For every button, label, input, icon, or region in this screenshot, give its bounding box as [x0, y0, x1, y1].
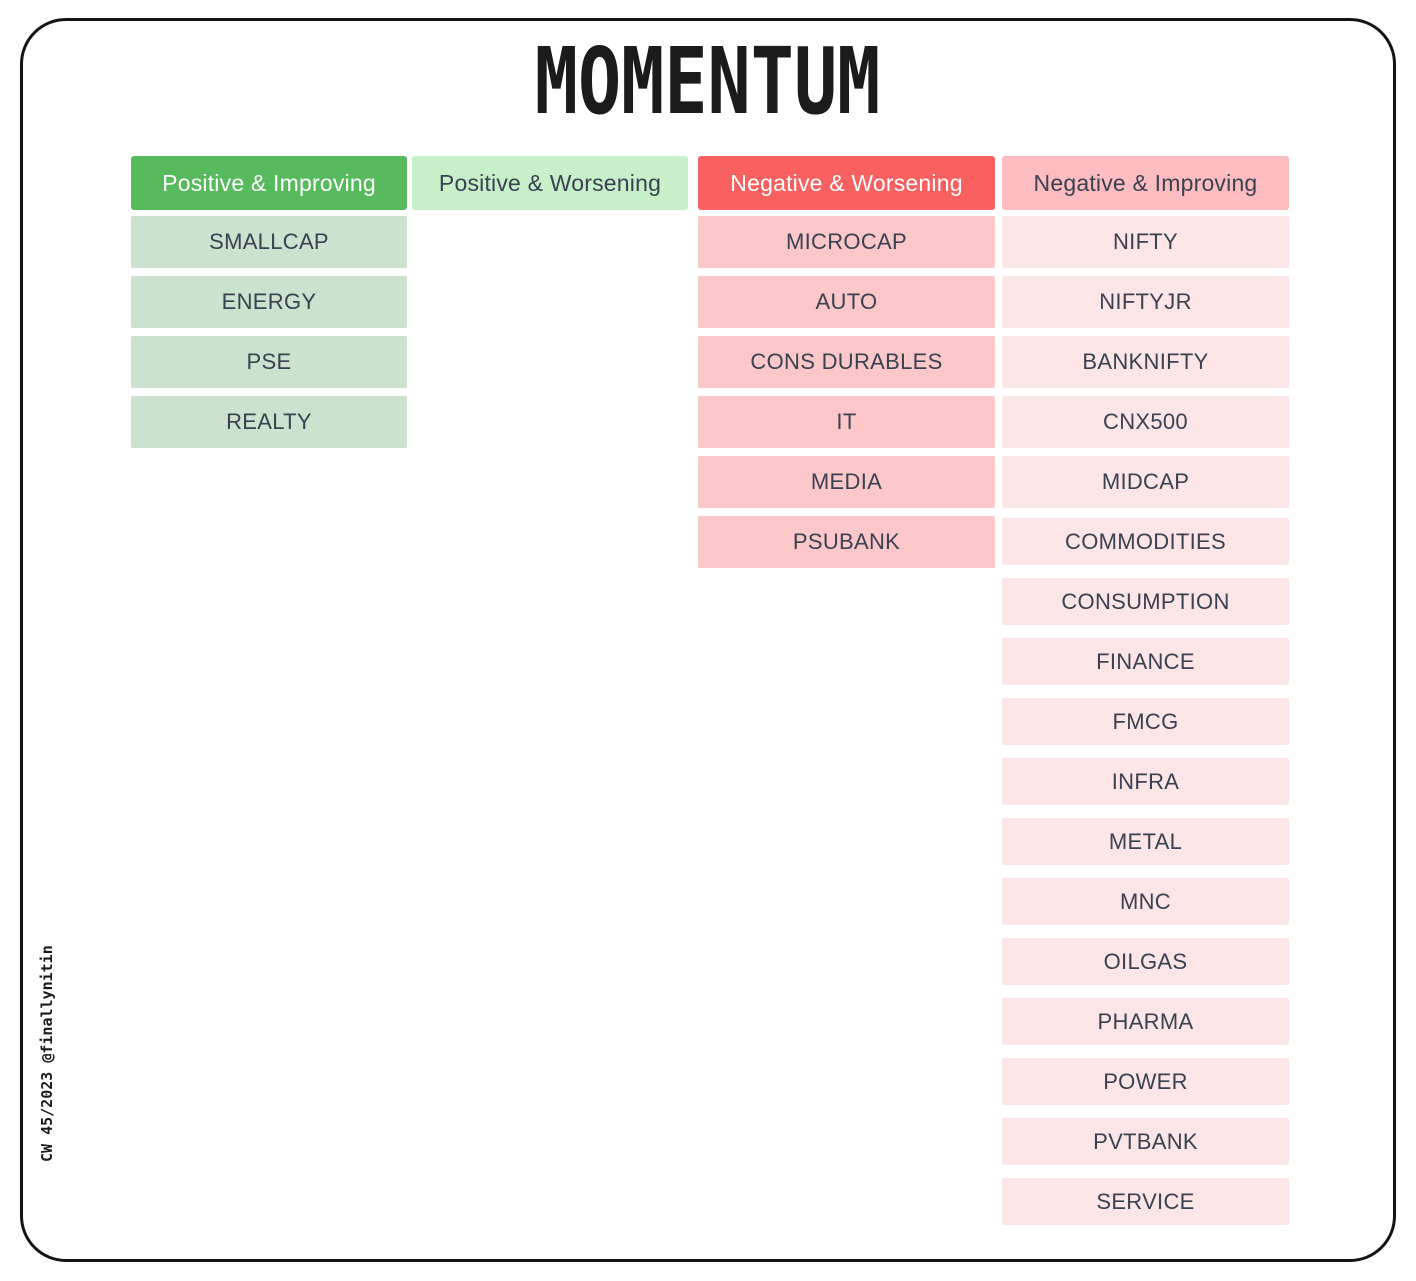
- sector-cell: ENERGY: [131, 276, 407, 328]
- sector-cell: OILGAS: [1002, 938, 1289, 985]
- watermark-credit: CW 45/2023 @finallynitin: [38, 945, 56, 1162]
- sector-cell: PVTBANK: [1002, 1118, 1289, 1165]
- column-header-positive-worsening: Positive & Worsening: [412, 156, 688, 210]
- column-header-negative-worsening: Negative & Worsening: [698, 156, 995, 210]
- sector-cell: PHARMA: [1002, 998, 1289, 1045]
- sector-cell: INFRA: [1002, 758, 1289, 805]
- sector-cell: FMCG: [1002, 698, 1289, 745]
- sector-cell: METAL: [1002, 818, 1289, 865]
- sector-cell: MEDIA: [698, 456, 995, 508]
- sector-cell: IT: [698, 396, 995, 448]
- sector-cell: PSUBANK: [698, 516, 995, 568]
- sector-cell: SMALLCAP: [131, 216, 407, 268]
- sector-cell: CONS DURABLES: [698, 336, 995, 388]
- sector-cell: REALTY: [131, 396, 407, 448]
- border-frame: [20, 18, 1396, 1262]
- sector-cell: SERVICE: [1002, 1178, 1289, 1225]
- sector-cell: NIFTY: [1002, 216, 1289, 268]
- column-negative-worsening: Negative & Worsening MICROCAP AUTO CONS DU…: [698, 156, 995, 576]
- sector-cell: MIDCAP: [1002, 456, 1289, 508]
- column-positive-worsening: Positive & Worsening: [412, 156, 688, 216]
- sector-cell: BANKNIFTY: [1002, 336, 1289, 388]
- sector-cell: CNX500: [1002, 396, 1289, 448]
- sector-cell: PSE: [131, 336, 407, 388]
- title-bar: MOMENTUM: [0, 36, 1416, 128]
- sector-cell: NIFTYJR: [1002, 276, 1289, 328]
- page-title: MOMENTUM: [535, 28, 881, 135]
- column-header-negative-improving: Negative & Improving: [1002, 156, 1289, 210]
- sector-cell: COMMODITIES: [1002, 518, 1289, 565]
- sector-cell: MNC: [1002, 878, 1289, 925]
- column-negative-improving: Negative & Improving NIFTY NIFTYJR BANKNIF…: [1002, 156, 1289, 1238]
- column-positive-improving: Positive & Improving SMALLCAP ENERGY PSE RE…: [131, 156, 407, 456]
- sector-cell: FINANCE: [1002, 638, 1289, 685]
- sector-cell: AUTO: [698, 276, 995, 328]
- sector-cell: POWER: [1002, 1058, 1289, 1105]
- column-header-positive-improving: Positive & Improving: [131, 156, 407, 210]
- sector-cell: CONSUMPTION: [1002, 578, 1289, 625]
- sector-cell: MICROCAP: [698, 216, 995, 268]
